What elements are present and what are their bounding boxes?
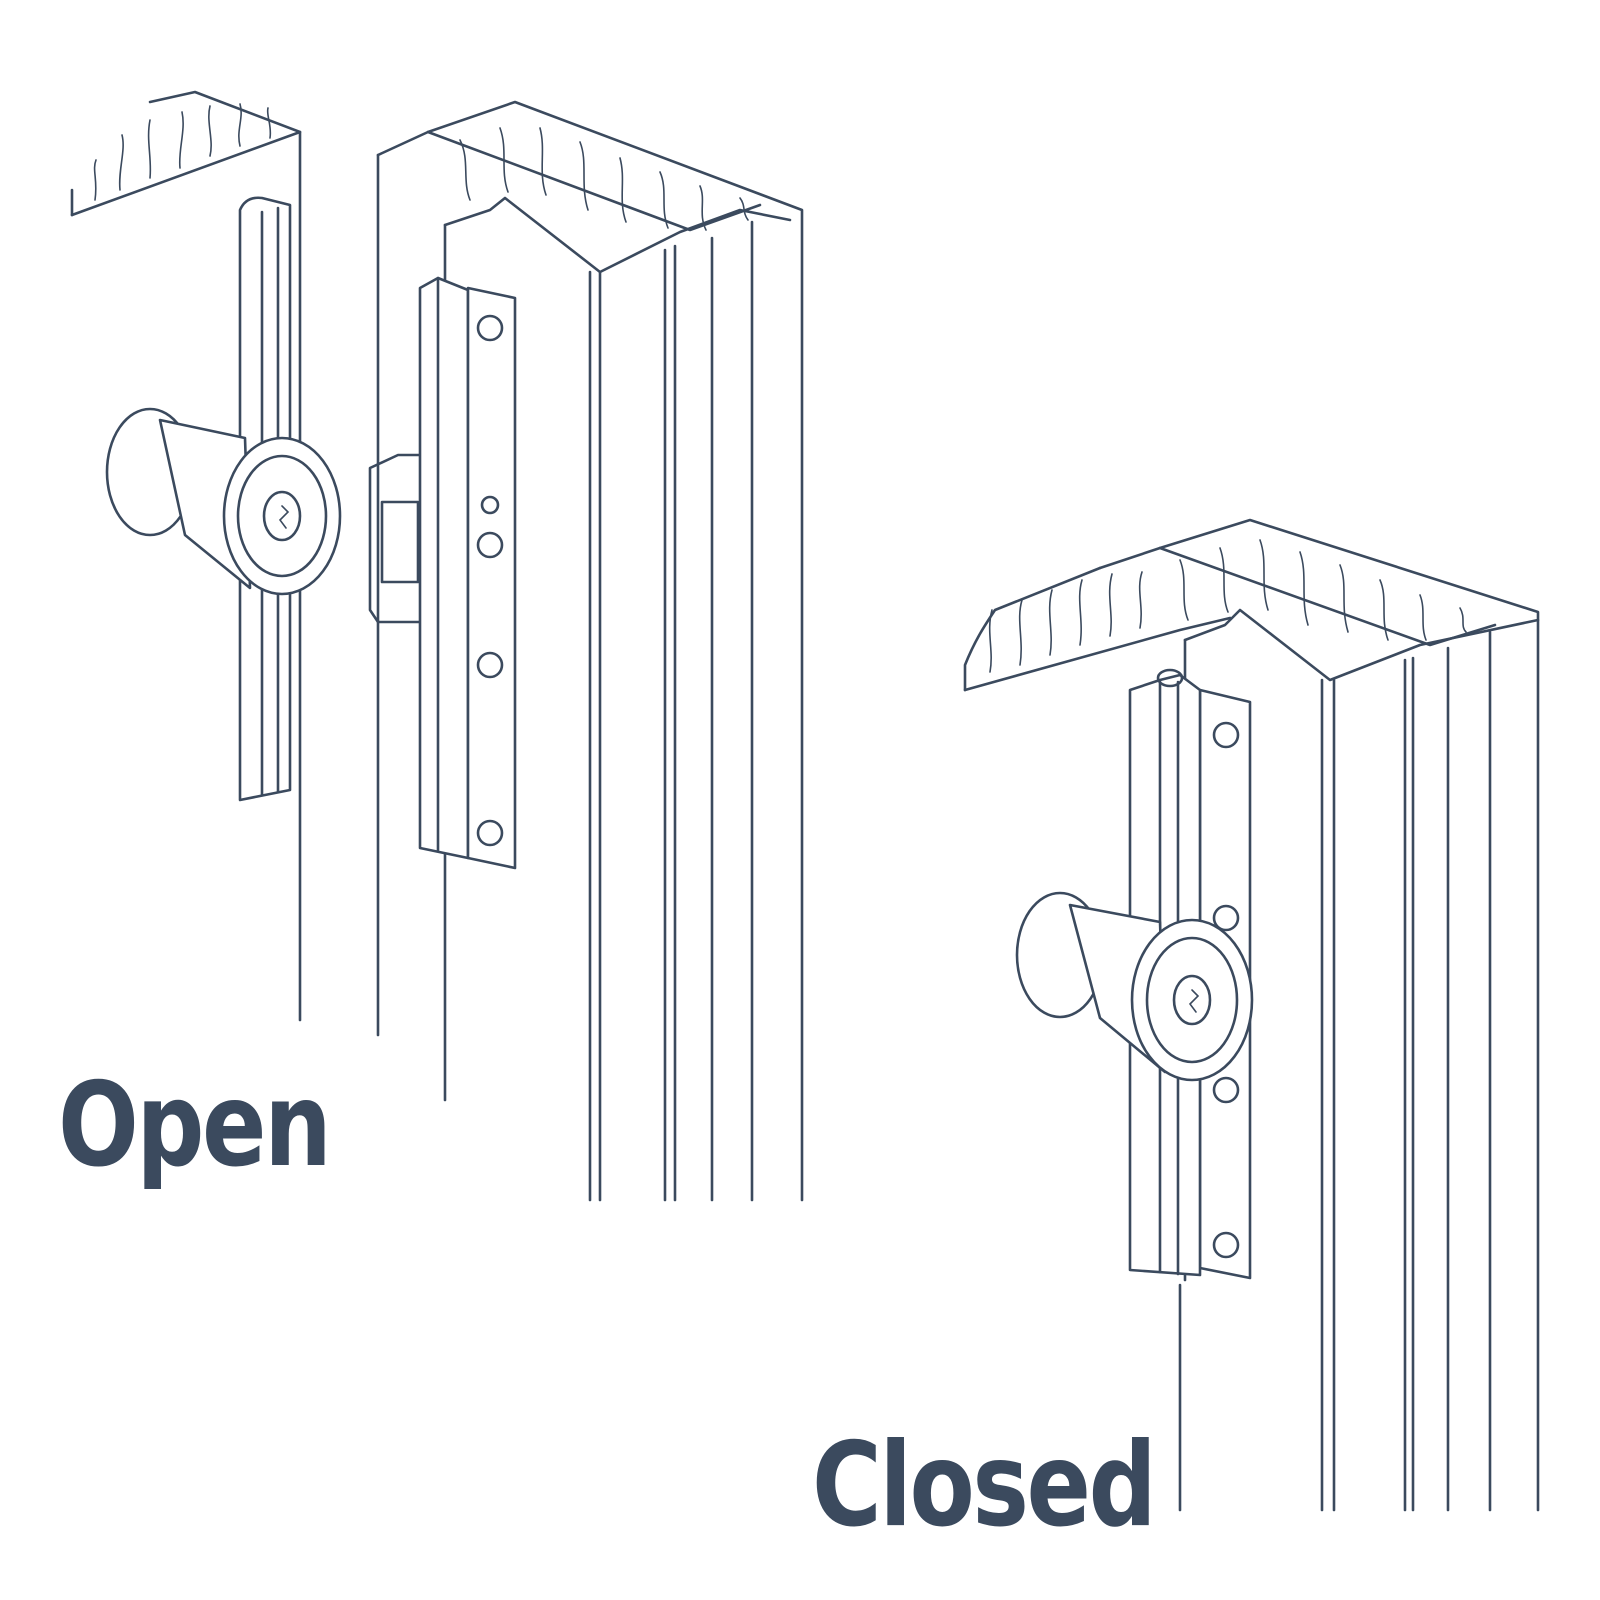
closed-door-top [963, 566, 1232, 692]
closed-label: Closed [812, 1418, 1157, 1553]
screw-icon [1212, 721, 1240, 1259]
keyhole-icon [1172, 974, 1212, 1026]
open-label: Open [58, 1058, 332, 1193]
door-knob-icon [105, 407, 342, 596]
open-state-group [70, 90, 804, 1202]
closed-state-group [963, 518, 1540, 1512]
door-knob-icon [1015, 891, 1254, 1082]
open-frame [376, 100, 804, 1202]
keyhole-icon [262, 490, 302, 542]
screw-icon [476, 314, 504, 847]
